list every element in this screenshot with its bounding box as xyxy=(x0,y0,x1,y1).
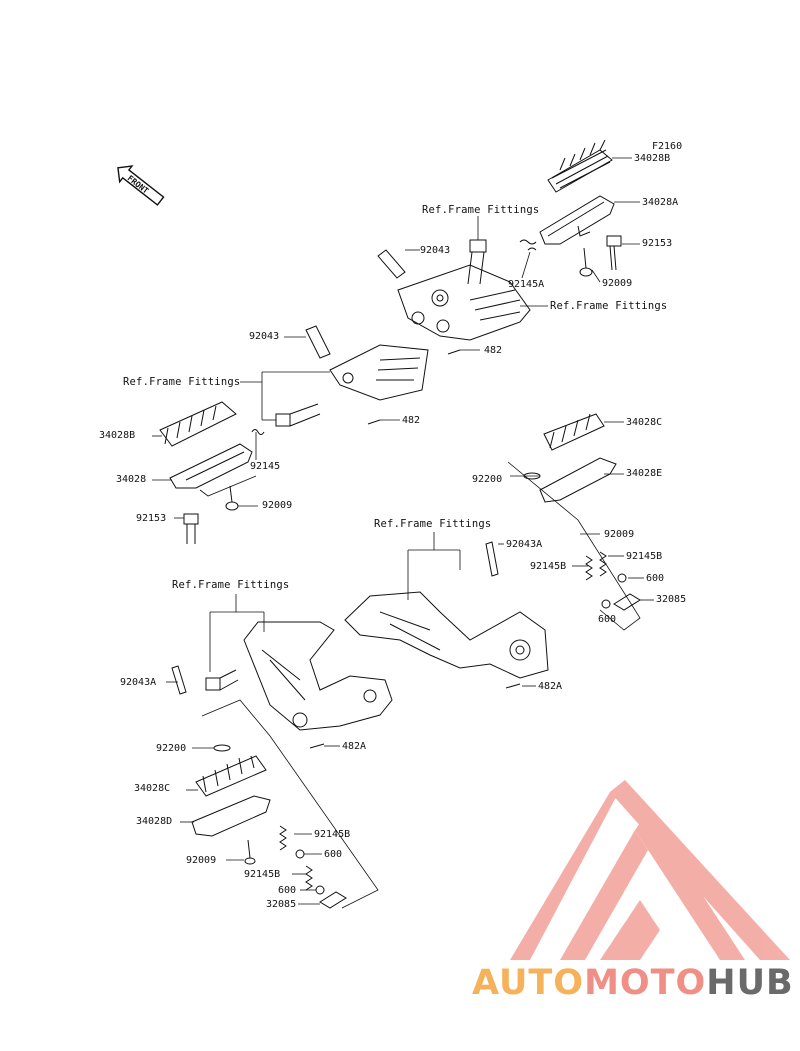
spring-92145B-left xyxy=(279,825,313,891)
label-482A-left: 482A xyxy=(342,741,367,752)
label-92043A-left: 92043A xyxy=(120,677,157,688)
label-92145B-right-2: 92145B xyxy=(530,561,567,572)
watermark-logo-icon xyxy=(510,780,790,960)
label-92009-midright: 92009 xyxy=(604,529,635,540)
footpeg-rubber-right-lower xyxy=(543,413,605,451)
pin-92043A-left xyxy=(171,665,187,695)
label-92145B-right-1: 92145B xyxy=(626,551,663,562)
footpeg-rubber-left xyxy=(159,401,237,447)
label-92200-left: 92200 xyxy=(156,743,187,754)
label-ref-left: Ref.Frame Fittings xyxy=(123,376,241,388)
label-482-mid: 482 xyxy=(402,415,421,426)
label-482-top: 482 xyxy=(484,345,503,356)
bolt-top xyxy=(467,239,487,285)
bolt-92009-left xyxy=(225,485,239,511)
label-34028E: 34028E xyxy=(626,468,663,479)
bolt-92009-left-lower xyxy=(244,839,256,865)
bolt-92153-left xyxy=(183,513,199,544)
lower-right-bracket xyxy=(344,591,549,679)
upper-bracket xyxy=(397,264,531,341)
footpeg-bracket-34028E xyxy=(539,457,617,503)
label-ref-lower: Ref.Frame Fittings xyxy=(172,579,290,591)
pin-92043-top xyxy=(377,249,406,279)
front-arrow-icon: FRONT xyxy=(117,165,165,206)
label-92009-right: 92009 xyxy=(602,278,633,289)
washer-92200-left xyxy=(213,744,231,752)
spring-92145 xyxy=(251,429,265,435)
label-ref-top: Ref.Frame Fittings xyxy=(422,204,540,216)
label-600-left-1: 600 xyxy=(324,849,343,860)
footpeg-bracket-top-right xyxy=(539,195,615,245)
watermark-auto: AUTO xyxy=(472,963,585,1003)
watermark-moto: MOTO xyxy=(584,963,707,1003)
label-92153-left: 92153 xyxy=(136,513,167,524)
label-34028C-right: 34028C xyxy=(626,417,663,428)
footpeg-bracket-34028D xyxy=(191,795,271,837)
pin-92043A-right xyxy=(485,541,499,577)
label-ref-right: Ref.Frame Fittings xyxy=(550,300,668,312)
footpeg-bracket-left xyxy=(169,443,253,489)
label-92043-mid: 92043 xyxy=(249,331,280,342)
leader-lines xyxy=(152,157,654,909)
label-92145A: 92145A xyxy=(508,279,545,290)
label-34028B-top: 34028B xyxy=(634,153,671,164)
label-ref-mid: Ref.Frame Fittings xyxy=(374,518,492,530)
label-482A-right: 482A xyxy=(538,681,563,692)
watermark-wordmark: AUTOMOTOHUB xyxy=(472,963,794,1003)
label-600-right-1: 600 xyxy=(646,573,665,584)
label-34028A: 34028A xyxy=(642,197,679,208)
label-92200-right: 92200 xyxy=(472,474,503,485)
footpeg-rubber-top-right xyxy=(547,139,613,193)
bolt-92153-right xyxy=(606,235,622,271)
label-34028D: 34028D xyxy=(136,816,173,827)
ball-600-right-b xyxy=(601,599,611,609)
bolt-92009-right xyxy=(579,247,593,277)
ball-600-right-a xyxy=(617,573,627,583)
label-600-right-2: 600 xyxy=(598,614,617,625)
label-34028: 34028 xyxy=(116,474,147,485)
watermark-hub: HUB xyxy=(706,963,794,1003)
diagram-code: F2160 xyxy=(652,141,683,152)
pin-92043-mid xyxy=(305,325,331,359)
middle-bracket xyxy=(329,344,429,401)
label-32085-right: 32085 xyxy=(656,594,687,605)
spring-92145A xyxy=(519,239,537,251)
lower-left-bracket xyxy=(243,621,393,731)
plate-32085-left xyxy=(319,891,347,909)
ball-600-left-b xyxy=(315,885,325,895)
label-92145: 92145 xyxy=(250,461,281,472)
footpeg-rubber-left-lower xyxy=(195,755,267,797)
bolt-mid xyxy=(275,403,321,427)
bolt-left-lower xyxy=(205,669,239,691)
spring-92145B-right xyxy=(585,551,607,581)
label-92153-right: 92153 xyxy=(642,238,673,249)
ball-600-left-a xyxy=(295,849,305,859)
label-92009-left: 92009 xyxy=(262,500,293,511)
label-92145B-left-1: 92145B xyxy=(314,829,351,840)
label-92043A-right: 92043A xyxy=(506,539,543,550)
label-34028B-left: 34028B xyxy=(99,430,136,441)
label-92009-left-lower: 92009 xyxy=(186,855,217,866)
label-92145B-left-2: 92145B xyxy=(244,869,281,880)
label-34028C-left: 34028C xyxy=(134,783,171,794)
label-92043-top: 92043 xyxy=(420,245,451,256)
plate-32085-right xyxy=(613,593,641,611)
label-600-left-2: 600 xyxy=(278,885,297,896)
label-32085-left: 32085 xyxy=(266,899,297,910)
